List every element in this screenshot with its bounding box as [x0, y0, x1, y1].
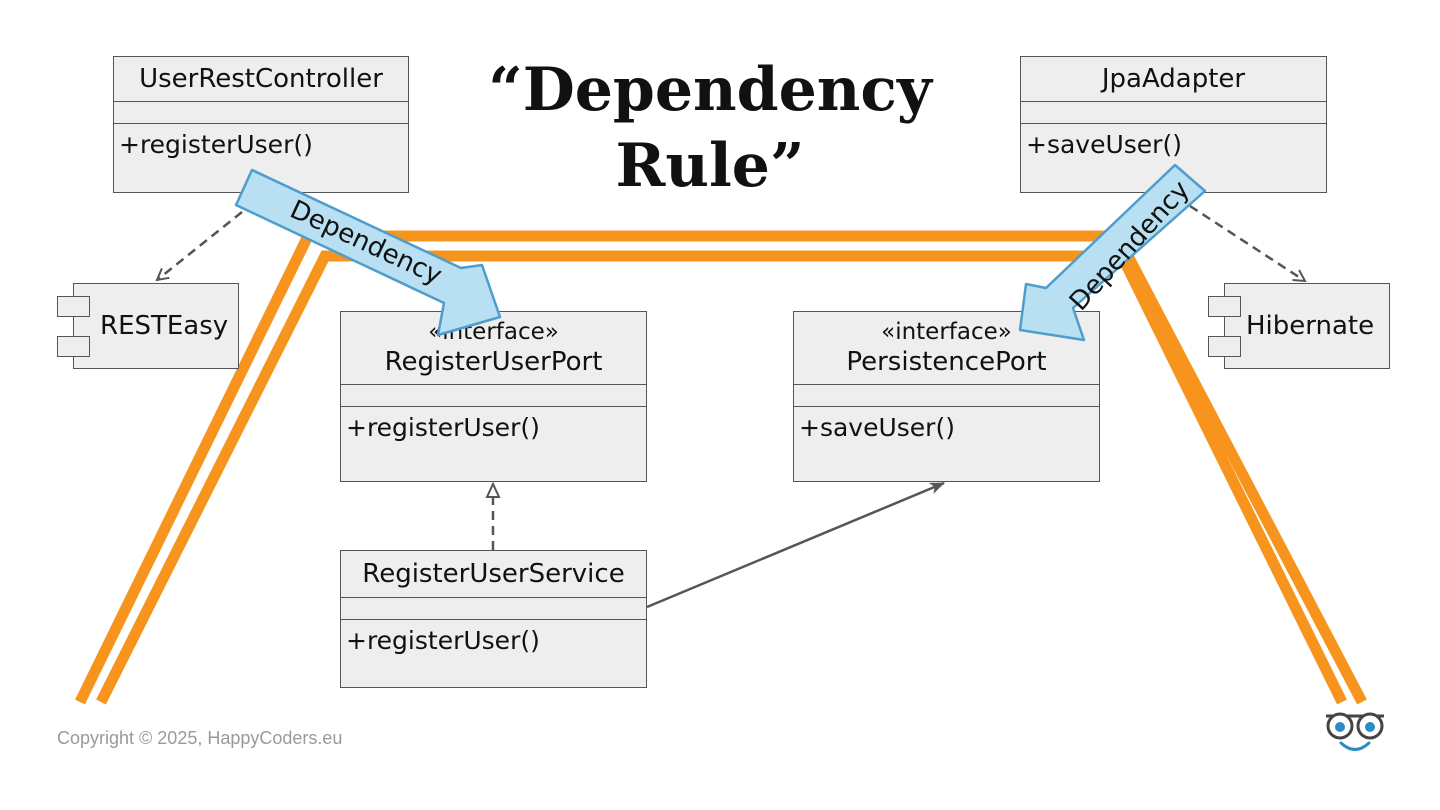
controller-to-resteasy-dependency	[157, 211, 243, 280]
interface-operation: +saveUser()	[799, 413, 955, 442]
class-name: UserRestController	[139, 64, 383, 94]
adapter-to-hibernate-dependency	[1189, 204, 1305, 281]
component-resteasy[interactable]: RESTEasy	[57, 283, 239, 369]
class-operation: +registerUser()	[346, 626, 540, 655]
stereotype-label: «interface»	[881, 319, 1012, 345]
title-line-2: Rule”	[615, 131, 805, 201]
interface-persistence-port[interactable]: «interface» PersistencePort +saveUser()	[793, 311, 1100, 482]
class-operation: +registerUser()	[119, 130, 313, 159]
class-user-rest-controller[interactable]: UserRestController +registerUser()	[113, 56, 409, 193]
attributes-compartment	[341, 598, 646, 620]
component-tab-icon	[1208, 296, 1241, 317]
service-uses-persistence-port	[646, 481, 945, 609]
component-name: Hibernate	[1246, 311, 1375, 341]
attributes-compartment	[794, 385, 1099, 407]
class-name: JpaAdapter	[1101, 64, 1246, 94]
attributes-compartment	[1021, 102, 1326, 124]
class-jpa-adapter[interactable]: JpaAdapter +saveUser()	[1020, 56, 1327, 193]
interface-name: PersistencePort	[846, 347, 1047, 377]
component-tab-icon	[57, 296, 90, 317]
stereotype-label: «interface»	[428, 319, 559, 345]
interface-name: RegisterUserPort	[384, 347, 603, 377]
page-title: “Dependency Rule”	[460, 52, 960, 204]
class-name: RegisterUserService	[362, 559, 625, 589]
component-name: RESTEasy	[100, 311, 229, 341]
class-register-user-service[interactable]: RegisterUserService +registerUser()	[340, 550, 647, 688]
orange-boundary-inner	[96, 250, 1367, 705]
interface-operation: +registerUser()	[346, 413, 540, 442]
component-tab-icon	[1208, 336, 1241, 357]
title-line-1: “Dependency	[488, 55, 932, 125]
component-hibernate[interactable]: Hibernate	[1208, 283, 1390, 369]
attributes-compartment	[341, 385, 646, 407]
component-tab-icon	[57, 336, 90, 357]
orange-boundary-outer	[75, 230, 1347, 705]
class-operation: +saveUser()	[1026, 130, 1182, 159]
interface-register-user-port[interactable]: «interface» RegisterUserPort +registerUs…	[340, 311, 647, 482]
attributes-compartment	[114, 102, 408, 124]
copyright-text: Copyright © 2025, HappyCoders.eu	[57, 728, 343, 748]
